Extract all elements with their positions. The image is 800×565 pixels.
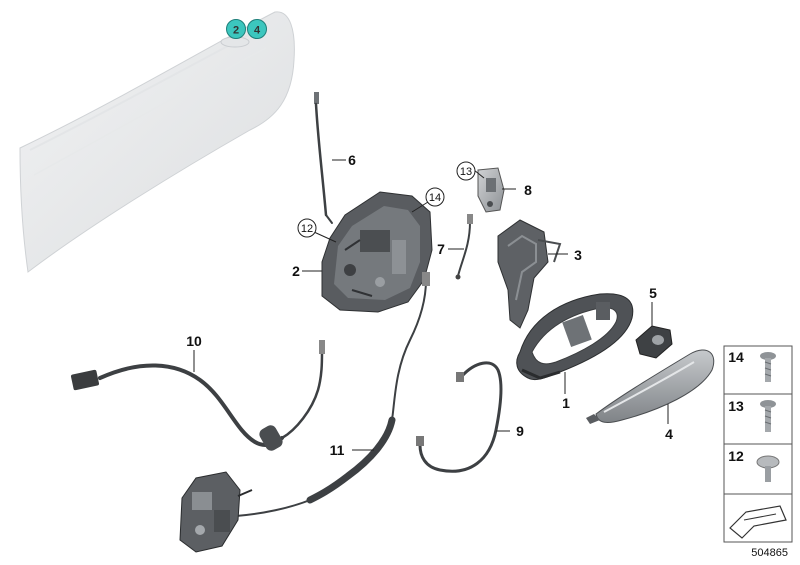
callout-5: 5 — [649, 285, 657, 301]
diagram-number: 504865 — [751, 547, 788, 559]
callout-3: 3 — [574, 247, 582, 263]
door-badge-2-label: 2 — [233, 25, 239, 37]
part-6-rod — [314, 92, 333, 224]
leader-lines — [193, 159, 669, 451]
callout-6: 6 — [348, 152, 356, 168]
callout-8: 8 — [524, 182, 532, 198]
svg-text:13: 13 — [728, 398, 744, 414]
door-panel — [19, 11, 295, 273]
part-10-harness — [70, 340, 325, 451]
part-1-handle-carrier — [516, 293, 634, 381]
legend-panel: 14 13 12 — [723, 345, 793, 543]
legend-item-13: 13 — [728, 398, 776, 432]
door-badge-4-label: 4 — [254, 25, 261, 37]
svg-text:12: 12 — [728, 448, 744, 464]
callout-10: 10 — [186, 333, 202, 349]
legend-item-14: 14 — [728, 349, 776, 382]
part-11-bowden-cable — [235, 272, 430, 517]
part-5-lock-cylinder — [635, 325, 673, 359]
lower-lock-assembly — [179, 471, 253, 553]
callout-11: 11 — [330, 442, 345, 458]
door-badge-4[interactable]: 4 — [247, 19, 267, 39]
callout-2: 2 — [292, 263, 300, 279]
circled-callout-13: 13 — [456, 161, 476, 181]
svg-text:13: 13 — [460, 166, 472, 178]
part-7-cable — [455, 214, 473, 280]
part-9-cable — [416, 361, 503, 473]
door-badge-2[interactable]: 2 — [226, 19, 246, 39]
svg-text:14: 14 — [429, 192, 441, 204]
callout-9: 9 — [516, 423, 524, 439]
callout-4: 4 — [665, 426, 673, 442]
arrow-icon — [729, 505, 787, 539]
part-4-outer-handle — [586, 349, 715, 424]
part-3-bracket — [497, 219, 562, 329]
svg-text:12: 12 — [301, 223, 313, 235]
circled-callout-14: 14 — [425, 187, 445, 207]
circled-callout-12: 12 — [297, 218, 317, 238]
svg-text:14: 14 — [728, 349, 744, 365]
callout-1: 1 — [562, 395, 570, 411]
part-8-striker — [477, 167, 505, 213]
legend-item-12: 12 — [728, 448, 780, 482]
callout-labels: 1 2 3 4 5 6 7 8 9 10 11 — [186, 152, 673, 458]
callout-7: 7 — [437, 241, 445, 257]
